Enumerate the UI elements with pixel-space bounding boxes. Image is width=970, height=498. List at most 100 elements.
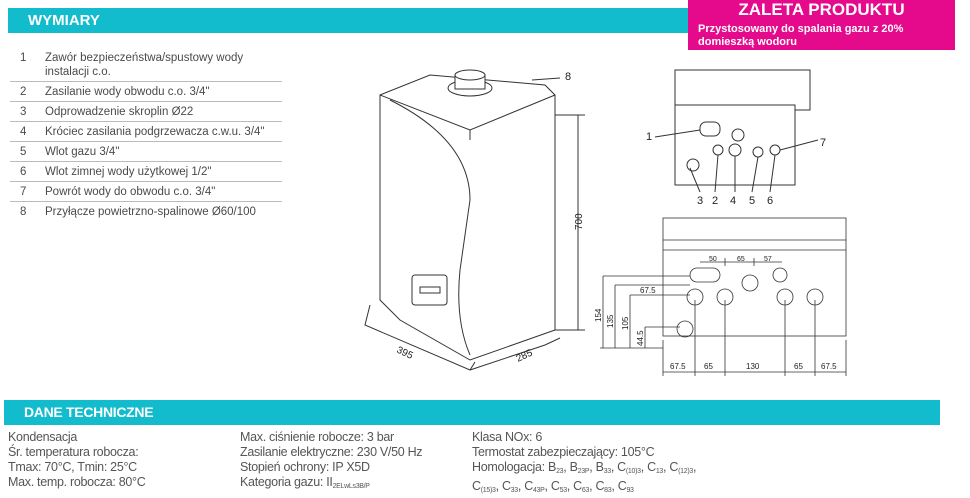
item-number: 3 (20, 106, 27, 118)
homologation-code: C(10)3 (617, 460, 641, 475)
code-base: C (595, 479, 605, 493)
code-base: C (550, 479, 560, 493)
dim-top-1: 50 (709, 256, 717, 263)
spec-line: Klasa NOx: 6 (472, 430, 543, 444)
homologation-code: B33 (595, 460, 612, 475)
section-title: DANE TECHNICZNE (24, 404, 154, 420)
depth-dim: 285 (515, 348, 535, 365)
dim-bottom-2: 65 (704, 362, 713, 371)
item-number: 8 (20, 206, 27, 218)
item-label: Wlot gazu 3/4" (45, 146, 120, 158)
dim-left-135: 135 (606, 314, 615, 328)
code-base: C (647, 460, 656, 474)
list-item: 6 Wlot zimnej wody użytkowej 1/2" (10, 162, 282, 182)
list-item: 5 Wlot gazu 3/4" (10, 142, 282, 162)
code-base: C (669, 460, 679, 474)
promo-title: ZALETA PRODUKTU (738, 0, 905, 19)
dim-bottom-1: 67.5 (670, 362, 686, 371)
gas-base: II (326, 475, 333, 489)
item-number: 5 (20, 146, 27, 158)
gas-label: Kategoria gazu: (240, 475, 327, 489)
dim-top-2: 65 (737, 256, 745, 263)
homologation-code: B23 (548, 460, 564, 475)
code-base: C (524, 479, 533, 493)
homologation: Homologacja: B23, B23P, B33, C(10)3, C13… (472, 460, 697, 475)
homologation-code: C93 (617, 479, 634, 494)
homologation-code: C43P (524, 479, 545, 494)
code-base: C (617, 460, 626, 474)
item-number: 6 (20, 166, 27, 178)
top-label-7: 7 (820, 137, 826, 149)
code-sub: 93 (626, 487, 634, 494)
homologation-code: B23P (569, 460, 590, 475)
flue-label: 8 (565, 71, 571, 83)
bottom-view (600, 217, 847, 376)
spec-line: Śr. temperatura robocza: (8, 445, 139, 459)
top-label-5: 5 (749, 195, 755, 207)
top-label-1: 1 (646, 131, 652, 143)
spec-line: Zasilanie elektryczne: 230 V/50 Hz (240, 445, 423, 459)
code-sub: 53 (559, 487, 567, 494)
gas-sub: 2ELwLs3B/P (332, 483, 370, 490)
code-base: B (569, 460, 578, 474)
section-header-tech: DANE TECHNICZNE (4, 400, 940, 425)
dim-left-44-5: 44.5 (636, 330, 645, 346)
homologation-code: C63 (573, 479, 590, 494)
homologation-code: C(12)3 (669, 460, 693, 475)
item-number: 7 (20, 186, 27, 198)
item-number: 4 (20, 126, 27, 138)
section-header-dimensions: WYMIARY (8, 8, 690, 33)
list-item: 3 Odprowadzenie skroplin Ø22 (10, 102, 282, 122)
code-sub: 13 (655, 468, 664, 475)
top-view (654, 69, 819, 193)
code-base: C (501, 479, 511, 493)
spec-line: Tmax: 70°C, Tmin: 25°C (8, 460, 137, 474)
height-dim: 700 (574, 213, 585, 230)
dim-bottom-3: 130 (746, 362, 760, 371)
item-label: Zawór bezpieczeństwa/spustowy wody insta… (45, 52, 244, 78)
item-label: Wlot zimnej wody użytkowej 1/2" (45, 166, 212, 178)
item-number: 2 (20, 86, 27, 98)
promo-text: Przystosowany do spalania gazu z 20% dom… (698, 23, 904, 48)
tech-col-3: Klasa NOx: 6 Termostat zabezpieczający: … (472, 430, 696, 498)
code-base: C (472, 479, 481, 493)
section-title: WYMIARY (28, 12, 100, 29)
dim-top-3: 57 (764, 256, 772, 263)
code-sub: 23 (556, 468, 564, 475)
homologation-code: C(15)3 (472, 479, 496, 494)
dim-bottom-4: 65 (794, 362, 803, 371)
code-sub: 33 (603, 468, 611, 475)
tech-col-2: Max. ciśnienie robocze: 3 bar Zasilanie … (240, 430, 423, 494)
top-label-2: 2 (712, 195, 718, 207)
code-base: C (617, 479, 627, 493)
dim-inner: 67.5 (640, 286, 656, 295)
spec-line: Termostat zabezpieczający: 105°C (472, 445, 655, 459)
homologation-code: C83 (595, 479, 612, 494)
code-sub: (15)3 (480, 487, 496, 494)
top-label-3: 3 (697, 195, 703, 207)
item-number: 1 (20, 52, 27, 64)
top-label-6: 6 (767, 195, 773, 207)
homologation-code: C53 (550, 479, 567, 494)
code-sub: 83 (604, 487, 612, 494)
homologation-label: Homologacja: (472, 460, 549, 474)
list-item: 8 Przyłącze powietrzno-spalinowe Ø60/100 (10, 202, 282, 221)
spec-line: Max. temp. robocza: 80°C (8, 475, 146, 489)
connections-list: 1 Zawór bezpieczeństwa/spustowy wody inst… (10, 48, 282, 221)
tech-col-1: Kondensacja Śr. temperatura robocza: Tma… (8, 430, 146, 490)
code-base: B (595, 460, 604, 474)
code-sub: 23P (577, 468, 590, 475)
spec-line: Max. ciśnienie robocze: 3 bar (240, 430, 394, 444)
code-sub: 63 (581, 487, 590, 494)
list-item: 1 Zawór bezpieczeństwa/spustowy wody inst… (10, 48, 282, 82)
item-label: Odprowadzenie skroplin Ø22 (45, 106, 194, 118)
code-base: C (573, 479, 582, 493)
spec-line: Stopień ochrony: IP X5D (240, 460, 370, 474)
width-dim: 395 (395, 345, 415, 362)
item-label: Przyłącze powietrzno-spalinowe Ø60/100 (45, 206, 256, 218)
code-sub: (12)3 (678, 468, 693, 475)
gas-category: Kategoria gazu: II2ELwLs3B/P (240, 475, 422, 494)
